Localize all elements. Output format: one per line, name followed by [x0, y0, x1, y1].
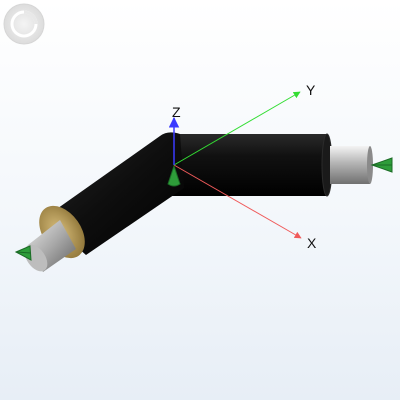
right-pipe-segment[interactable]: [172, 133, 333, 197]
z-axis-label: Z: [172, 104, 181, 120]
x-axis-label: X: [307, 235, 317, 251]
y-axis-label: Y: [306, 82, 316, 98]
left-port-cone-arrow-icon[interactable]: [14, 245, 32, 261]
right-port-cone-arrow-icon[interactable]: [370, 157, 393, 173]
x-axis-line: [173, 164, 302, 239]
coordinate-axes: Y X Z: [168, 82, 317, 251]
y-axis-line: [173, 91, 301, 166]
origin-cone-icon[interactable]: [167, 164, 181, 187]
right-shaft[interactable]: [330, 146, 373, 184]
circular-logo-watermark: [3, 3, 45, 45]
